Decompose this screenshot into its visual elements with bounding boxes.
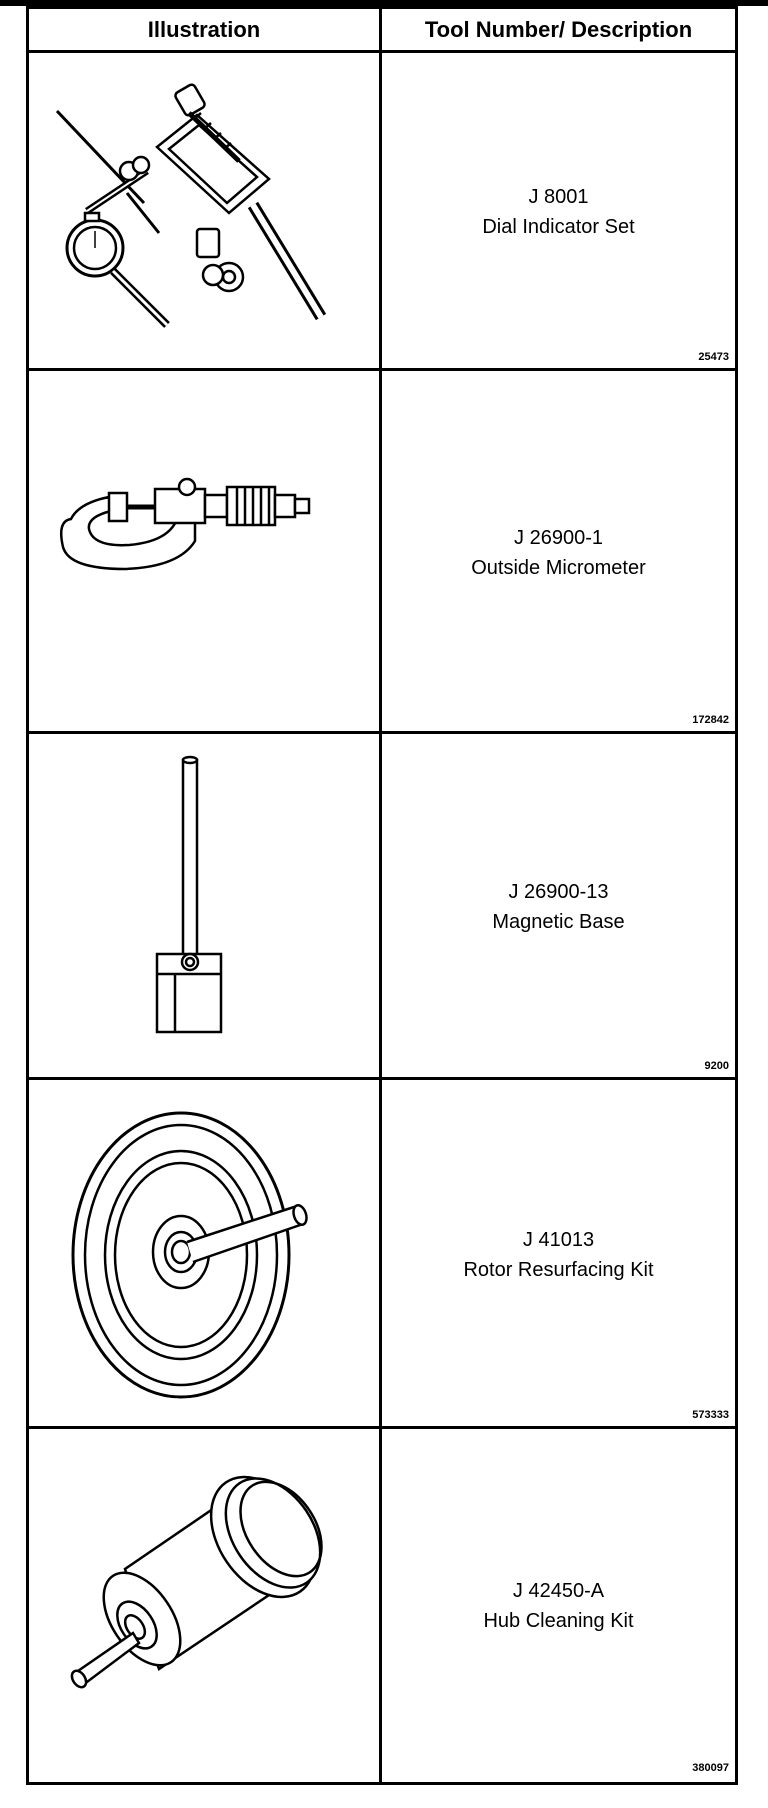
row-divider: [29, 368, 735, 371]
table-header: Illustration Tool Number/ Description: [29, 9, 735, 53]
table-row: 172842 J 26900-1 Outside Micrometer: [29, 371, 735, 734]
tool-description: Outside Micrometer: [471, 556, 646, 579]
row-divider: [29, 1426, 735, 1429]
tool-number: J 41013: [522, 1228, 595, 1251]
hub-cleaning-kit-illustration: [29, 1429, 379, 1782]
magnetic-base-illustration: [29, 734, 379, 1080]
tool-description: Hub Cleaning Kit: [483, 1609, 634, 1632]
tool-description: Rotor Resurfacing Kit: [463, 1258, 654, 1281]
tool-number: J 8001: [528, 186, 589, 208]
tool-cell: J 26900-13 Magnetic Base: [382, 734, 735, 1080]
table-row: 380097 J 42450-A Hub Cleaning Kit: [29, 1429, 735, 1782]
tool-number: J 42450-A: [512, 1579, 605, 1602]
header-tool-description: Tool Number/ Description: [424, 16, 693, 42]
column-divider: [379, 9, 382, 1782]
rotor-resurfacing-kit-illustration: [29, 1080, 379, 1429]
table-row: 25473 J 8001 Dial Indicator Set: [29, 53, 735, 371]
row-divider: [29, 731, 735, 734]
header-illustration: Illustration: [147, 16, 261, 42]
dial-indicator-set-illustration: [29, 53, 379, 371]
tool-cell: J 8001 Dial Indicator Set: [382, 53, 735, 371]
special-tools-table: Illustration Tool Number/ Description: [26, 6, 738, 1785]
tool-number: J 26900-13: [508, 881, 609, 903]
tool-cell: J 41013 Rotor Resurfacing Kit: [382, 1080, 735, 1429]
tool-number: J 26900-1: [514, 526, 603, 549]
tool-description: Magnetic Base: [492, 911, 625, 933]
figure-number: 25473: [698, 351, 729, 363]
figure-number: 9200: [704, 1060, 729, 1072]
tool-description: Dial Indicator Set: [482, 216, 635, 238]
table-row: 573333 J 41013 Rotor Resurfacing Kit: [29, 1080, 735, 1429]
tool-cell: J 26900-1 Outside Micrometer: [382, 371, 735, 734]
figure-number: 573333: [692, 1409, 729, 1421]
figure-number: 172842: [692, 714, 729, 726]
top-rule: [0, 0, 768, 6]
row-divider: [29, 1077, 735, 1080]
tool-cell: J 42450-A Hub Cleaning Kit: [382, 1429, 735, 1782]
outside-micrometer-illustration: [29, 371, 379, 734]
table-row: 9200 J 26900-13 Magnetic Base: [29, 734, 735, 1080]
figure-number: 380097: [692, 1762, 729, 1774]
